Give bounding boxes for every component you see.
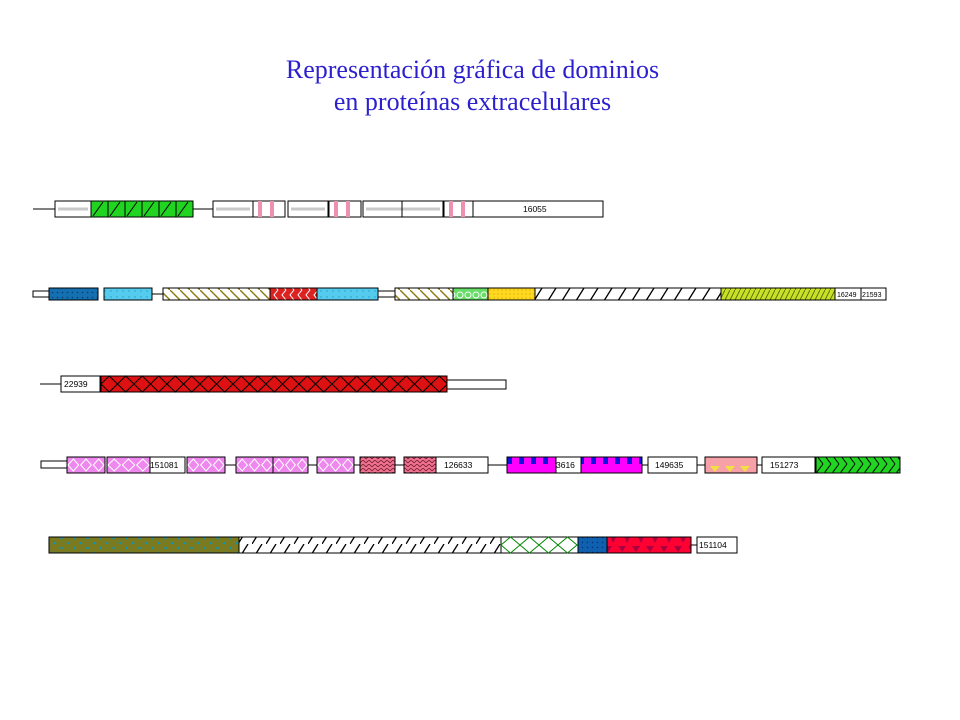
protein-4-label-d: 149635 xyxy=(655,460,684,470)
violet-diamond-mark xyxy=(236,458,248,472)
protein-2-label-a: 16249 xyxy=(837,292,857,299)
domain-dark-blue xyxy=(577,536,608,554)
protein-5: 151104 xyxy=(48,536,738,554)
green-diamond-marks xyxy=(500,536,578,554)
domain-pink-zigzag xyxy=(359,456,396,474)
violet-diamond-mark xyxy=(67,458,80,472)
domain-cyan xyxy=(103,287,153,301)
protein-5-label: 151104 xyxy=(699,540,727,550)
label-box xyxy=(696,536,738,554)
domain-hatched xyxy=(534,287,722,301)
protein-2: 16249 21593 xyxy=(32,287,887,301)
domain-magenta xyxy=(506,456,557,474)
label-box xyxy=(60,375,101,393)
violet-diamond-marks xyxy=(67,458,354,472)
violet-diamond-mark xyxy=(135,458,150,472)
protein-4-label-c: 3616 xyxy=(556,460,575,470)
label-box xyxy=(472,200,604,218)
domain-olive-dotted xyxy=(48,536,240,554)
domain-crimson xyxy=(606,536,692,554)
domain-red-diamonds xyxy=(100,375,448,393)
domain-magenta xyxy=(580,456,643,474)
protein-1-label: 16055 xyxy=(523,204,547,214)
protein-3: 22939 xyxy=(40,375,507,393)
violet-diamond-mark xyxy=(187,458,200,472)
label-box xyxy=(761,456,816,474)
domain-pink-stripe xyxy=(443,200,474,218)
domain-green-chevron xyxy=(815,456,901,474)
domain-tail xyxy=(446,379,507,390)
domain-green-circles xyxy=(452,287,489,301)
green-diamond-mark xyxy=(557,536,578,554)
violet-diamond-mark xyxy=(212,458,225,472)
violet-diamond-mark xyxy=(92,458,105,472)
violet-diamond-mark xyxy=(342,458,354,472)
violet-diamond-mark xyxy=(121,458,136,472)
domain-olive-hatch xyxy=(162,287,271,301)
label-box xyxy=(149,456,186,474)
protein-4-label-b: 126633 xyxy=(444,460,473,470)
domain-pink-stripe xyxy=(328,200,362,218)
violet-diamond-mark xyxy=(329,458,342,472)
red-diamond-marks xyxy=(100,375,449,393)
protein-3-label: 22939 xyxy=(64,379,88,389)
violet-diamond-mark xyxy=(248,458,261,472)
violet-diamond-mark xyxy=(107,458,122,472)
protein-4-label-e: 151273 xyxy=(770,460,799,470)
violet-diamond-mark xyxy=(285,458,296,472)
domain-violet xyxy=(66,456,106,474)
domain-yellow-green xyxy=(720,287,836,301)
title-line-1: Representación gráfica de dominios xyxy=(285,55,660,84)
violet-diamond-mark xyxy=(261,458,273,472)
violet-diamond-mark xyxy=(317,458,329,472)
violet-diamond-mark xyxy=(79,458,93,472)
domain-yellow xyxy=(487,287,536,301)
domain-cyan xyxy=(316,287,379,301)
protein-4: 151081 126633 3616 149635 151273 xyxy=(40,456,901,474)
domain-blue xyxy=(48,287,99,301)
protein-2-label-b: 21593 xyxy=(862,292,882,299)
protein-4-label-a: 151081 xyxy=(150,460,179,470)
domain-hatched xyxy=(238,536,502,554)
protein-1: 16055 xyxy=(33,200,604,218)
page-title: Representación gráfica de dominios en pr… xyxy=(0,54,945,118)
title-line-2: en proteínas extracelulares xyxy=(333,87,612,116)
domain-pink-stripe xyxy=(252,200,286,218)
violet-diamond-mark xyxy=(296,458,308,472)
domain-pink-zigzag xyxy=(403,456,437,474)
domain-olive-hatch xyxy=(394,287,454,301)
violet-diamond-mark xyxy=(199,458,213,472)
label-box xyxy=(860,287,887,301)
domain-red-chevron xyxy=(269,287,318,301)
domain-green-marks xyxy=(92,201,189,217)
violet-diamond-mark xyxy=(273,458,285,472)
